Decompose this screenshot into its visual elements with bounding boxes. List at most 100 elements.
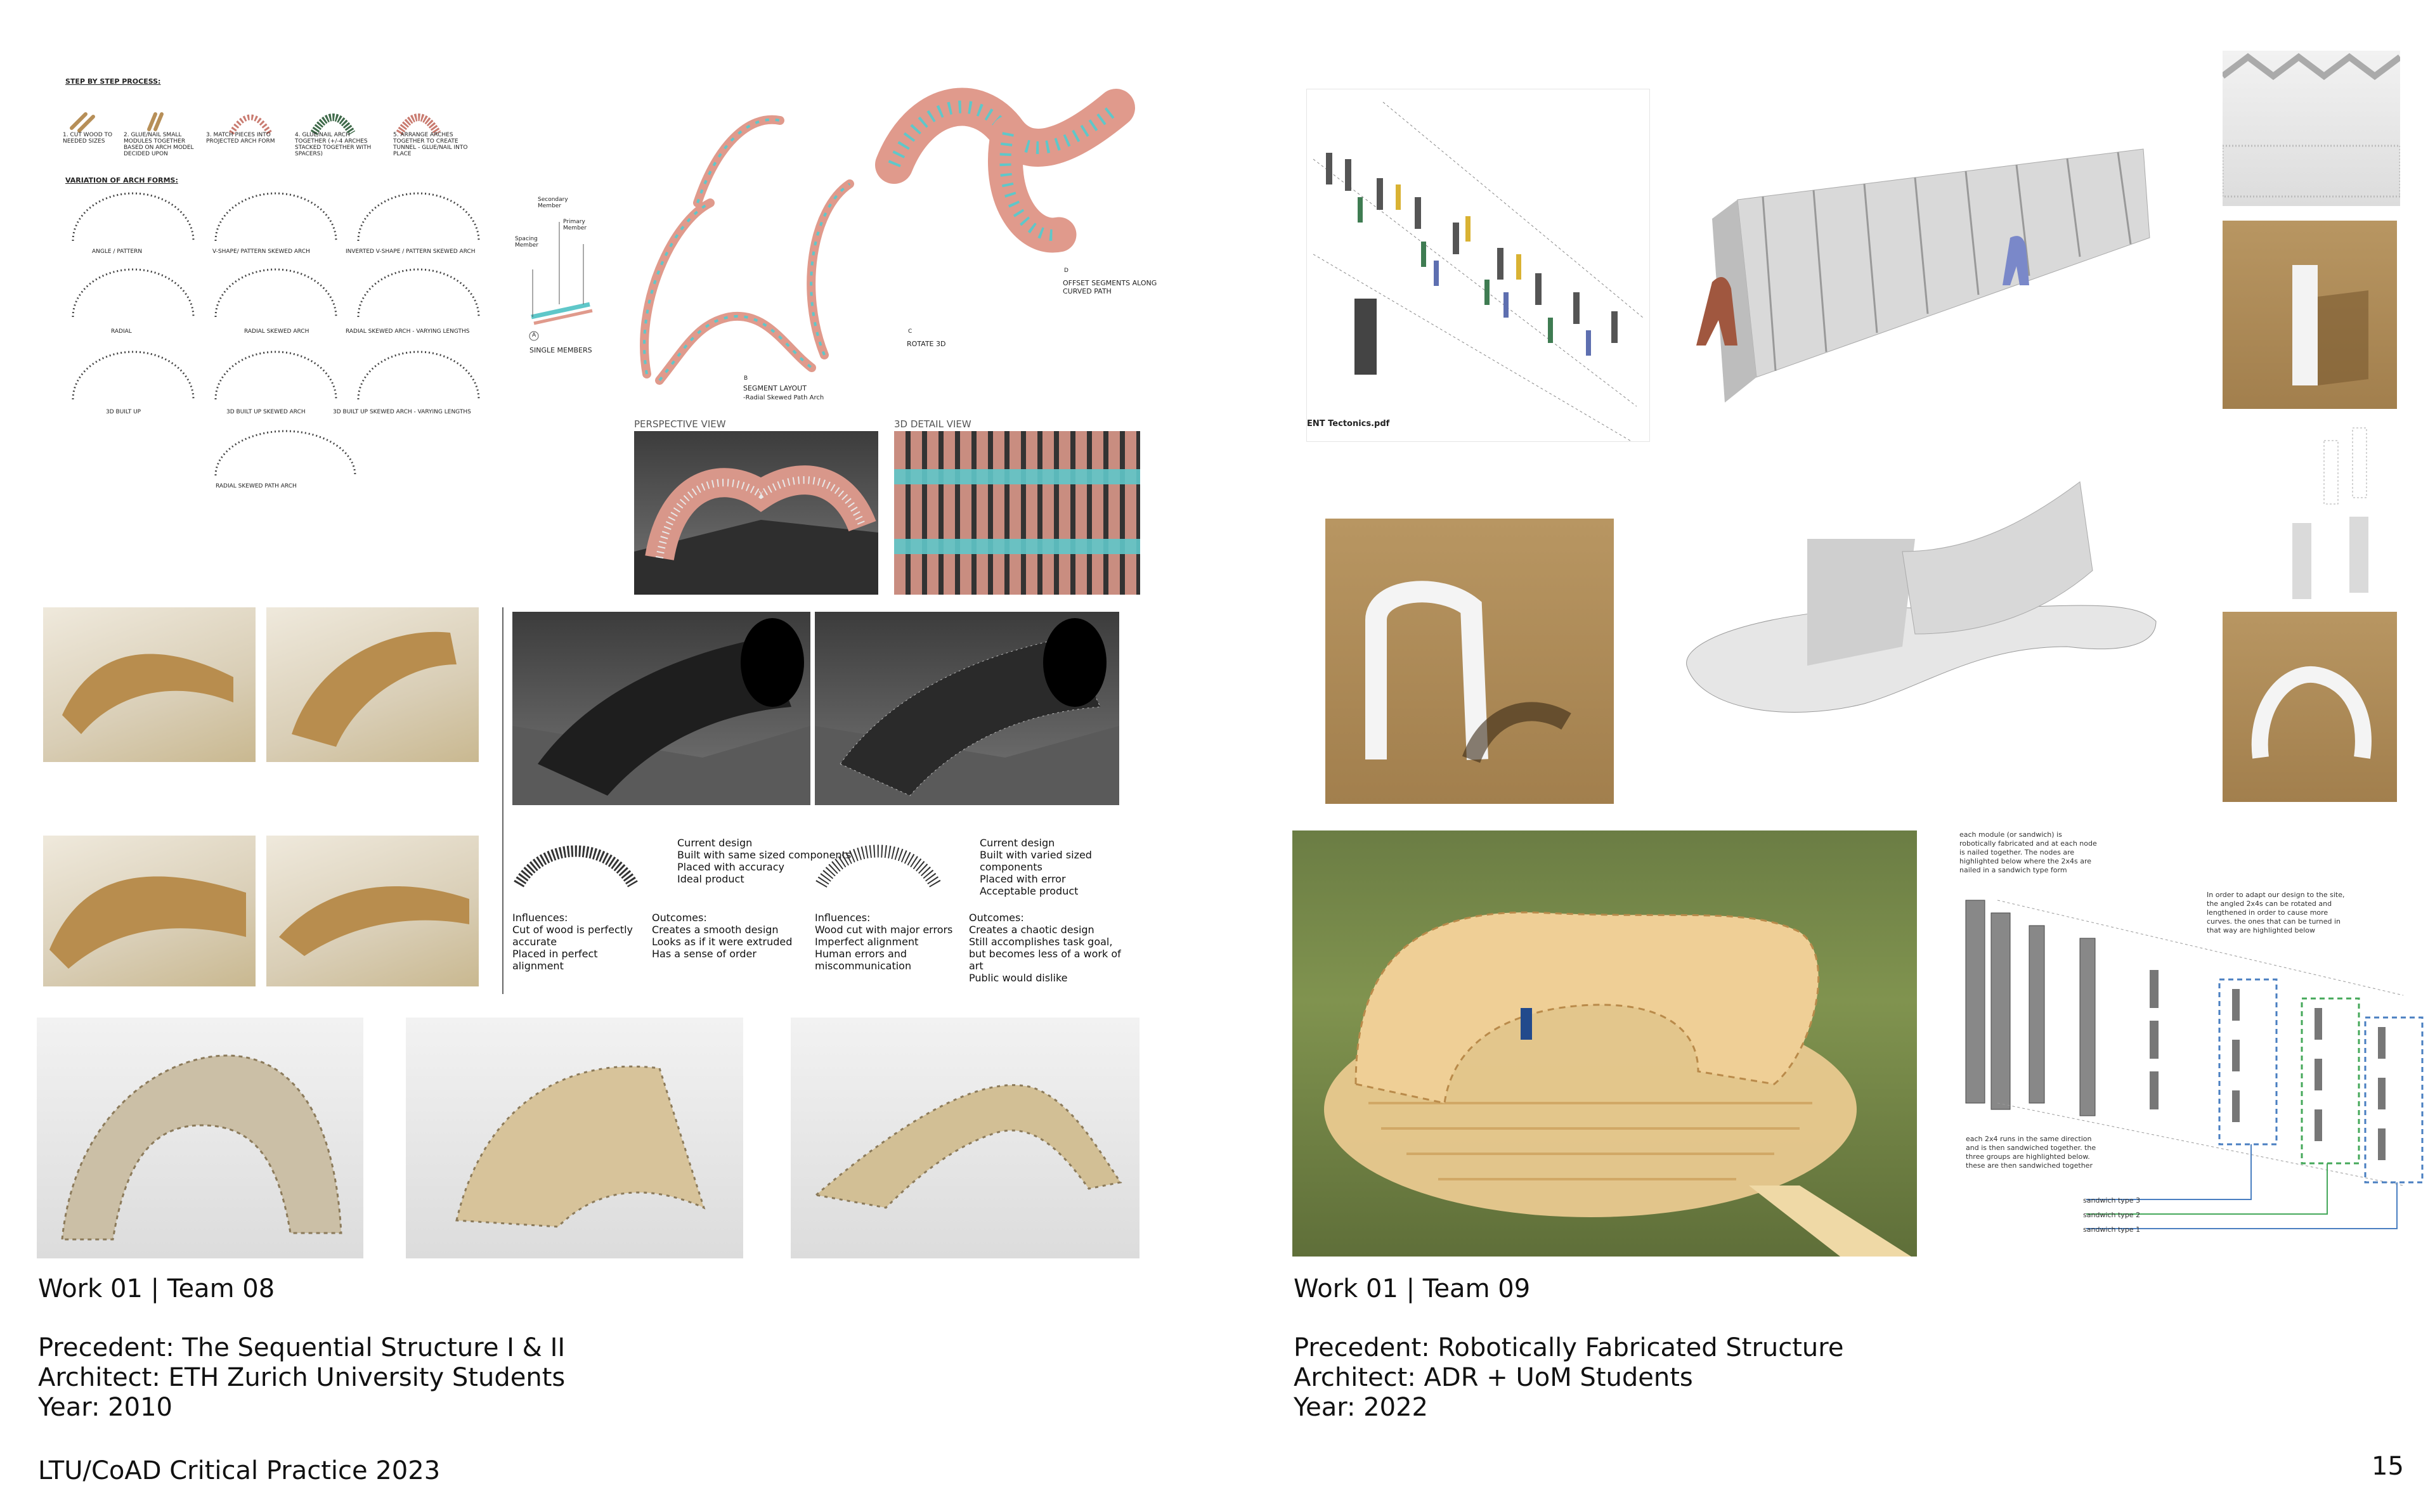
arch-label: V-SHAPE/ PATTERN SKEWED ARCH	[212, 249, 310, 255]
process-step-5: 5. ARRANGE ARCHES TOGETHER TO CREATE TUN…	[393, 132, 468, 157]
built-pavilion-aerial-photo	[1292, 830, 1917, 1257]
design-line: Acceptable product	[980, 885, 1079, 897]
chaotic-arch-thumb	[815, 844, 941, 888]
design-line: Built with varied sized components	[980, 849, 1092, 873]
perspective-view-label: PERSPECTIVE VIEW	[634, 418, 726, 430]
sandwich-exploded	[1965, 900, 2424, 1229]
influence-item: Placed in perfect alignment	[512, 948, 598, 972]
page-number: 15	[2372, 1452, 2404, 1481]
arch-variations	[72, 192, 480, 400]
pdf-label: ENT Tectonics.pdf	[1307, 419, 1390, 429]
detail-view-label: 3D DETAIL VIEW	[894, 418, 971, 430]
long-tunnel	[1696, 148, 2150, 403]
process-step-2: 2. GLUE/NAIL SMALL MODULES TOGETHER BASE…	[124, 132, 194, 157]
model-photo	[43, 607, 256, 762]
tunnel-render	[1687, 136, 2162, 415]
facade-elevation	[2223, 51, 2400, 206]
footer: LTU/CoAD Critical Practice 2023	[38, 1456, 441, 1485]
segment-layout-sub: -Radial Skewed Path Arch	[743, 394, 824, 401]
sandwich-type-label: sandwich type 3	[2083, 1196, 2141, 1205]
precedent-right: Precedent: Robotically Fabricated Struct…	[1294, 1333, 1844, 1362]
outcomes-block: Outcomes: Creates a smooth design Looks …	[652, 912, 804, 960]
outcomes-title: Outcomes:	[652, 912, 707, 924]
site-model-photo	[2223, 221, 2397, 409]
process-step-4: 4. GLUE/NAIL ARCH TOGETHER (+/-4 ARCHES …	[295, 132, 372, 157]
arch-label: RADIAL	[111, 328, 132, 335]
work-team-right: Work 01 | Team 09	[1294, 1274, 1531, 1303]
influences-title: Influences:	[512, 912, 568, 924]
year-right: Year: 2022	[1294, 1393, 1428, 1422]
outcome-item: Has a sense of order	[652, 948, 756, 960]
marker-b: B	[744, 375, 748, 382]
arch-label: RADIAL SKEWED ARCH - VARYING LENGTHS	[346, 328, 470, 335]
curved-pavilion-render	[1674, 444, 2169, 729]
arch-label: RADIAL SKEWED PATH ARCH	[216, 483, 297, 489]
design-line: Ideal product	[677, 873, 744, 885]
site-model-photo	[2223, 612, 2397, 802]
model-photo	[406, 1018, 743, 1258]
chaotic-design-render	[815, 612, 1119, 805]
arch-process-diagram: STEP BY STEP PROCESS: 1. CUT WOOD TO NEE…	[60, 70, 491, 418]
influence-item: Imperfect alignment	[815, 936, 919, 948]
sandwich-diagram: each module (or sandwich) is robotically…	[1959, 830, 2429, 1255]
arch-model-photo	[1325, 519, 1614, 804]
sandwich-type-label: sandwich type 1	[2083, 1225, 2141, 1234]
column-divider	[502, 607, 503, 994]
marker-a: A	[532, 332, 536, 339]
spacing-member-label: Spacing Member	[515, 236, 539, 249]
pavilion-structure	[1324, 911, 1911, 1257]
arch-label: 3D BUILT UP	[106, 409, 141, 415]
outcomes-block: Outcomes: Creates a chaotic design Still…	[969, 912, 1127, 984]
outcome-item: Looks as if it were extruded	[652, 936, 793, 948]
radial-skewed-path-arch	[214, 430, 356, 476]
model-photo	[43, 836, 256, 986]
design-line: Placed with accuracy	[677, 861, 784, 873]
arch-label: RADIAL SKEWED ARCH	[244, 328, 309, 335]
tectonics-pdf-diagram: ENT Tectonics.pdf	[1306, 89, 1650, 442]
variation-heading: VARIATION OF ARCH FORMS:	[65, 176, 178, 184]
year-left: Year: 2010	[38, 1393, 172, 1422]
process-step-1: 1. CUT WOOD TO NEEDED SIZES	[63, 132, 113, 145]
sandwich-type-label: sandwich type 2	[2083, 1211, 2141, 1219]
detail-view-image	[894, 431, 1140, 595]
marker-c: C	[908, 328, 912, 335]
outcome-item: Still accomplishes task goal, but become…	[969, 936, 1121, 972]
influences-block: Influences: Wood cut with major errors I…	[815, 912, 954, 972]
smooth-design-render	[512, 612, 810, 805]
arch-label: INVERTED V-SHAPE / PATTERN SKEWED ARCH	[346, 249, 476, 255]
influence-item: Cut of wood is perfectly accurate	[512, 924, 633, 948]
exploded-modules	[1313, 101, 1644, 441]
secondary-member-label: Secondary Member	[538, 197, 568, 209]
influence-item: Wood cut with major errors	[815, 924, 953, 936]
segment-layout-label: SEGMENT LAYOUT	[743, 384, 807, 392]
influences-block: Influences: Cut of wood is perfectly acc…	[512, 912, 646, 972]
offset-segments-label: OFFSET SEGMENTS ALONG CURVED PATH	[1063, 279, 1157, 295]
design-line: Placed with error	[980, 873, 1066, 885]
process-step-3: 3. MATCH PIECES INTO PROJECTED ARCH FORM	[206, 132, 275, 145]
rotate-3d-label: ROTATE 3D	[907, 340, 946, 348]
module-render	[2254, 422, 2400, 605]
architect-right: Architect: ADR + UoM Students	[1294, 1363, 1693, 1392]
arch-label: ANGLE / PATTERN	[92, 249, 143, 255]
arch-label: 3D BUILT UP SKEWED ARCH	[226, 409, 306, 415]
marker-d: D	[1064, 268, 1068, 274]
work-team-left: Work 01 | Team 08	[38, 1274, 275, 1303]
design-line: Current design	[677, 837, 753, 849]
process-step-icons	[70, 112, 441, 136]
outcomes-title: Outcomes:	[969, 912, 1024, 924]
single-members-diagram	[529, 222, 593, 341]
smooth-arch-thumb	[514, 845, 638, 888]
model-photo	[266, 607, 479, 762]
tunnel-render	[634, 465, 878, 595]
outcome-item: Public would dislike	[969, 972, 1068, 984]
influences-title: Influences:	[815, 912, 871, 924]
segment-sequence-diagram	[640, 87, 1135, 385]
note-runs: each 2x4 runs in the same direction and …	[1966, 1135, 2096, 1170]
model-photo	[37, 1018, 363, 1258]
perspective-view-image	[634, 431, 878, 595]
influence-item: Human errors and miscommunication	[815, 948, 912, 972]
outcome-item: Creates a smooth design	[652, 924, 779, 936]
model-photo	[791, 1018, 1140, 1258]
design-summary: Current design Built with same sized com…	[677, 837, 851, 885]
arch-label: 3D BUILT UP SKEWED ARCH - VARYING LENGTH…	[333, 409, 471, 415]
